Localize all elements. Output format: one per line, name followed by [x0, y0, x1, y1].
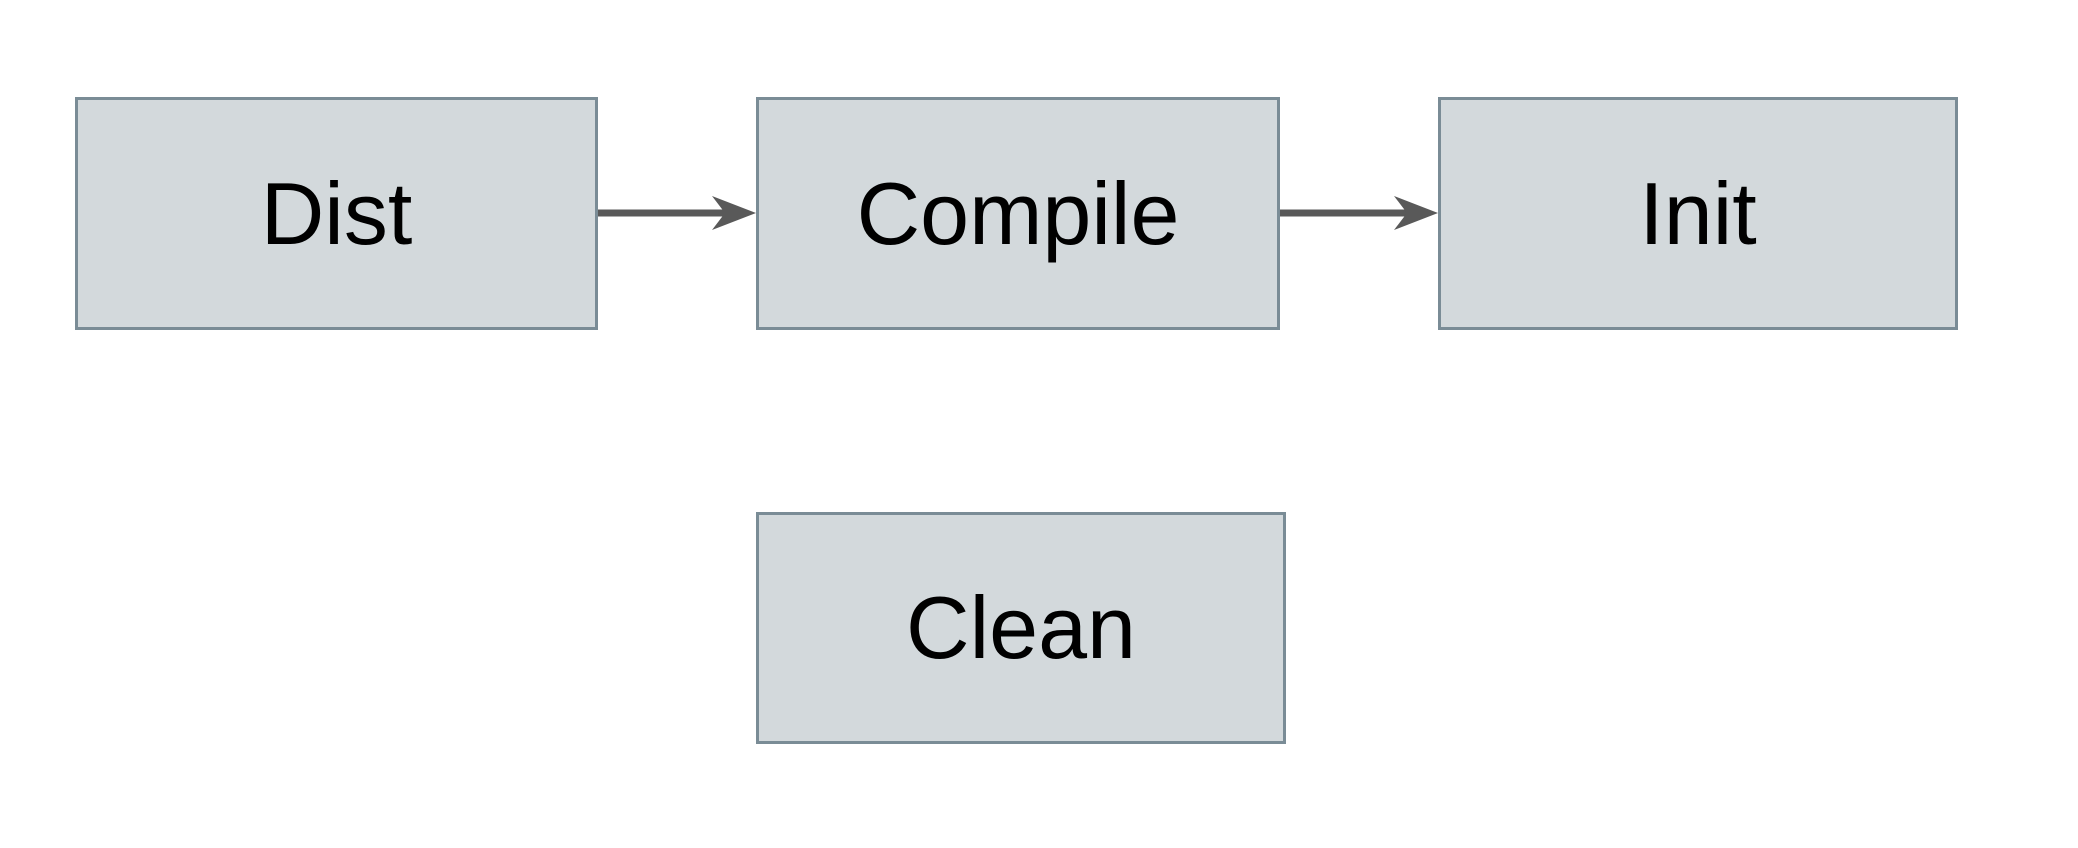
- connector-compile-to-init: [1280, 196, 1438, 230]
- node-clean: Clean: [756, 512, 1286, 744]
- arrowhead-right-icon: [712, 196, 756, 230]
- node-dist-label: Dist: [260, 163, 413, 263]
- node-clean-label: Clean: [906, 578, 1136, 677]
- node-dist: Dist: [75, 97, 598, 330]
- node-init: Init: [1438, 97, 1958, 330]
- node-compile-label: Compile: [856, 163, 1180, 263]
- node-compile: Compile: [756, 97, 1280, 330]
- arrowhead-right-icon: [1394, 196, 1438, 230]
- node-init-label: Init: [1639, 163, 1757, 263]
- connector-dist-to-compile: [598, 196, 756, 230]
